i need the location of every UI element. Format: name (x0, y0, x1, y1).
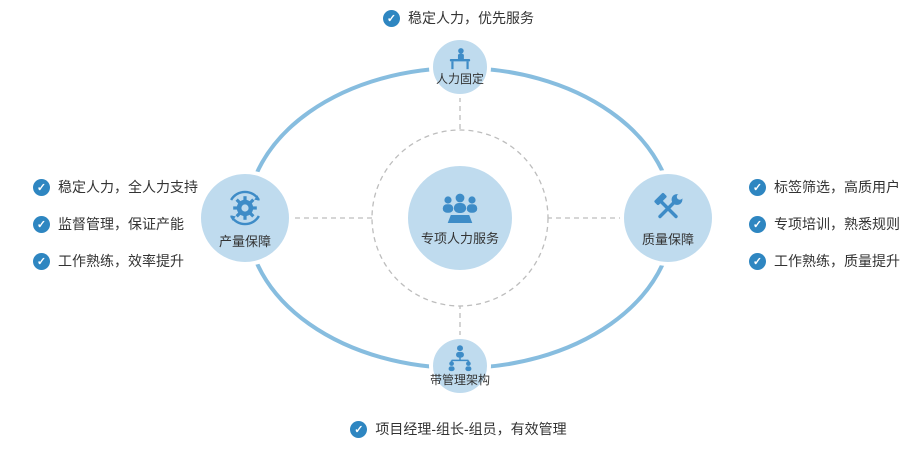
bullet-row: ✓ 项目经理-组长-组员，有效管理 (350, 419, 567, 439)
bullet-text: 稳定人力，优先服务 (408, 10, 534, 26)
check-icon: ✓ (350, 420, 368, 438)
org-structure-icon (448, 345, 472, 372)
node-output-guarantee: 产量保障 (197, 170, 293, 266)
bullet-text: 标签筛选，高质用户 (774, 179, 900, 195)
check-icon: ✓ (749, 178, 766, 196)
node-fixed-manpower: 人力固定 (429, 36, 491, 98)
bullet-row: ✓ 工作熟练，质量提升 (749, 251, 900, 271)
check-icon: ✓ (33, 252, 50, 270)
node-label: 人力固定 (435, 72, 484, 87)
bullet-text: 工作熟练，质量提升 (774, 253, 900, 269)
bullet-row: ✓ 工作熟练，效率提升 (33, 251, 198, 271)
check-icon: ✓ (749, 252, 766, 270)
left-benefit-list: ✓ 稳定人力，全人力支持 ✓ 监督管理，保证产能 ✓ 工作熟练，效率提升 (33, 177, 198, 271)
bullet-text: 专项培训，熟悉规则 (774, 216, 900, 232)
worker-desk-icon (449, 48, 471, 70)
check-icon: ✓ (33, 215, 50, 233)
bullet-text: 监督管理，保证产能 (58, 216, 184, 232)
bullet-row: ✓ 稳定人力，优先服务 (383, 8, 534, 28)
bullet-text: 工作熟练，效率提升 (58, 253, 184, 269)
gear-sync-icon (230, 191, 260, 226)
check-icon: ✓ (749, 215, 766, 233)
check-icon: ✓ (383, 9, 400, 27)
bottom-benefit: ✓ 项目经理-组长-组员，有效管理 (0, 419, 917, 439)
top-benefit: ✓ 稳定人力，优先服务 (0, 8, 917, 28)
bullet-text: 稳定人力，全人力支持 (58, 179, 198, 195)
tools-icon (654, 193, 683, 219)
node-quality-guarantee: 质量保障 (620, 170, 716, 266)
check-icon: ✓ (33, 178, 50, 196)
bullet-row: ✓ 监督管理，保证产能 (33, 214, 198, 234)
node-label: 带管理架构 (430, 373, 491, 388)
right-benefit-list: ✓ 标签筛选，高质用户 ✓ 专项培训，熟悉规则 ✓ 工作熟练，质量提升 (749, 177, 900, 271)
bullet-text: 项目经理-组长-组员，有效管理 (375, 421, 567, 437)
node-management-structure: 带管理架构 (429, 335, 491, 397)
bullet-row: ✓ 专项培训，熟悉规则 (749, 214, 900, 234)
center-label: 专项人力服务 (420, 230, 499, 246)
bullet-row: ✓ 标签筛选，高质用户 (749, 177, 900, 197)
node-label: 产量保障 (218, 234, 271, 250)
node-center-service: 专项人力服务 (404, 162, 516, 274)
node-label: 质量保障 (641, 232, 694, 248)
bullet-row: ✓ 稳定人力，全人力支持 (33, 177, 198, 197)
team-icon (442, 193, 478, 224)
